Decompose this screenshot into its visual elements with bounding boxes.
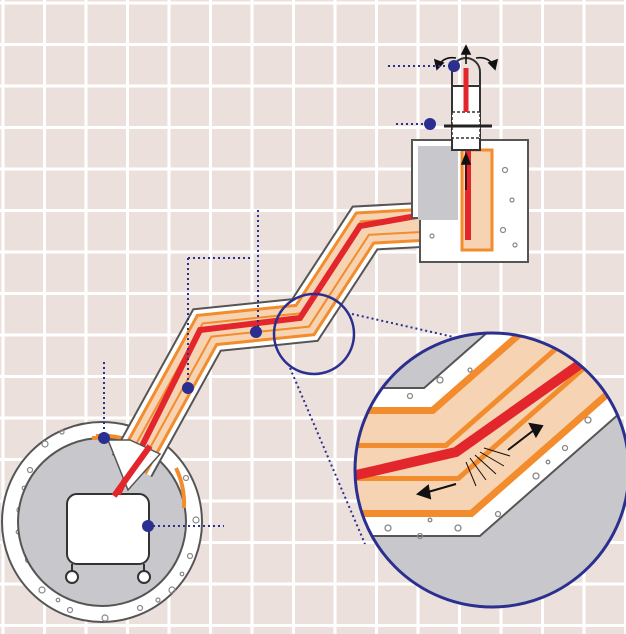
detail-arrow-up-right — [507, 429, 535, 451]
callout-dots — [98, 60, 460, 532]
flow-arrows — [433, 44, 499, 190]
surface-pit-cavity — [418, 146, 458, 220]
chamber-liner-right — [174, 467, 187, 509]
magnifier-guide-top — [351, 313, 521, 353]
callouts — [103, 65, 452, 527]
chamber-aggregate-texture — [15, 429, 200, 622]
riser — [444, 57, 492, 151]
detail-cable — [355, 345, 603, 493]
detail-arrow-down-left — [427, 483, 457, 493]
machine-wheel-left — [65, 570, 79, 584]
cable-machine — [65, 493, 151, 584]
detail-stress-lines — [465, 447, 511, 487]
magnifier-guide-bottom — [289, 367, 366, 545]
machine-wheel-right — [137, 570, 151, 584]
detail-arrows — [415, 422, 544, 500]
callout-dot — [448, 60, 460, 72]
callout-dot — [98, 432, 110, 444]
underground-chamber — [1, 421, 203, 623]
magnifier-lens — [353, 331, 626, 609]
surface-pit — [411, 139, 529, 263]
callout-dot — [142, 520, 154, 532]
callout-dot — [424, 118, 436, 130]
entry-shaft — [106, 439, 162, 498]
magnifier-source-ring — [272, 292, 356, 376]
callout-dot — [250, 326, 262, 338]
callout-dot — [182, 382, 194, 394]
magnifier-detail — [355, 333, 626, 607]
